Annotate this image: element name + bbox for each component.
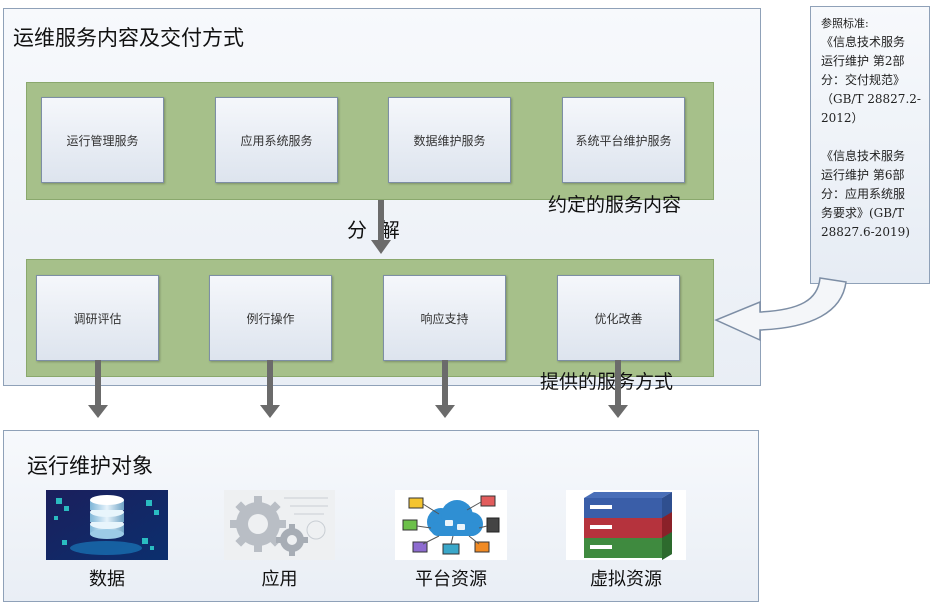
down-arrow-virtual bbox=[608, 360, 628, 418]
object-application-label: 应用 bbox=[261, 569, 298, 590]
object-application: 应用 bbox=[224, 490, 335, 591]
object-virtual-resources-label: 虚拟资源 bbox=[590, 569, 662, 590]
object-data: 数据 bbox=[46, 490, 168, 591]
service-content-caption: 约定的服务内容 bbox=[548, 194, 682, 216]
reference-line: 务要求》(GB/T bbox=[821, 206, 905, 220]
service-delivery-title: 运维服务内容及交付方式 bbox=[13, 26, 244, 50]
database-server-icon bbox=[46, 490, 168, 560]
object-data-label: 数据 bbox=[89, 569, 125, 590]
reference-line: 《信息技术服务 bbox=[821, 35, 906, 49]
delivery-mode-caption: 提供的服务方式 bbox=[540, 371, 674, 393]
mode-item-routine-operation: 例行操作 bbox=[209, 275, 332, 361]
reference-line: 运行维护 第6部 bbox=[821, 168, 905, 182]
service-item-application-system: 应用系统服务 bbox=[215, 97, 338, 183]
server-stack-icon bbox=[566, 490, 686, 560]
mode-item-research-assessment: 调研评估 bbox=[36, 275, 159, 361]
service-item-operations-management: 运行管理服务 bbox=[41, 97, 164, 183]
reference-standards-note: 参照标准: 《信息技术服务 运行维护 第2部 分：交付规范》 （GB/T 288… bbox=[810, 6, 930, 284]
decompose-label: 分 解 bbox=[347, 218, 400, 242]
reference-line: 《信息技术服务 bbox=[821, 149, 906, 163]
service-item-data-maintenance: 数据维护服务 bbox=[388, 97, 511, 183]
reference-line: 28827.6-2019) bbox=[821, 225, 910, 239]
reference-line: 2012） bbox=[821, 111, 864, 125]
reference-curved-arrow bbox=[714, 277, 847, 342]
service-item-system-platform: 系统平台维护服务 bbox=[562, 97, 685, 183]
decompose-arrow bbox=[371, 200, 391, 254]
object-platform-resources: 平台资源 bbox=[395, 490, 507, 591]
mode-item-optimization: 优化改善 bbox=[557, 275, 680, 361]
gears-icon bbox=[224, 490, 335, 560]
reference-line: （GB/T 28827.2- bbox=[821, 92, 921, 106]
object-platform-resources-label: 平台资源 bbox=[415, 569, 487, 590]
cloud-platform-icon bbox=[395, 490, 507, 560]
reference-line: 运行维护 第2部 bbox=[821, 54, 905, 68]
object-virtual-resources: 虚拟资源 bbox=[566, 490, 686, 591]
down-arrow-platform bbox=[435, 360, 455, 418]
reference-line: 分：交付规范》 bbox=[821, 73, 906, 87]
mode-item-response-support: 响应支持 bbox=[383, 275, 506, 361]
down-arrow-application bbox=[260, 360, 280, 418]
reference-label: 参照标准: bbox=[821, 17, 869, 30]
reference-line: 分：应用系统服 bbox=[821, 187, 906, 201]
down-arrow-data bbox=[88, 360, 108, 418]
maintenance-objects-title: 运行维护对象 bbox=[27, 454, 153, 478]
